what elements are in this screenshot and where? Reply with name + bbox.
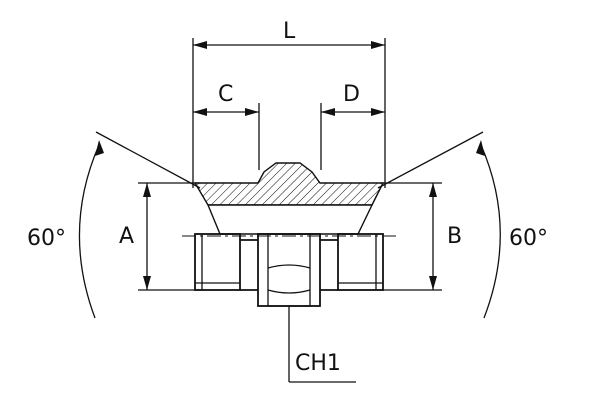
angle-right: 60° — [377, 131, 548, 319]
label-angle-right: 60° — [509, 226, 548, 251]
label-A: A — [119, 224, 134, 249]
dimension-B: B — [380, 182, 462, 291]
label-D: D — [343, 82, 360, 107]
dimension-L: L — [192, 19, 386, 188]
dimension-D: D — [320, 82, 385, 170]
label-C: C — [218, 82, 233, 107]
label-L: L — [283, 19, 296, 44]
label-CH1: CH1 — [295, 351, 341, 376]
label-angle-left: 60° — [27, 226, 66, 251]
dimension-C: C — [193, 82, 260, 170]
angle-left: 60° — [27, 131, 201, 319]
leader-CH1: CH1 — [288, 306, 356, 383]
label-B: B — [447, 224, 462, 249]
dimension-A: A — [119, 182, 200, 291]
fitting-body — [182, 162, 398, 307]
section-hatch — [193, 162, 385, 206]
